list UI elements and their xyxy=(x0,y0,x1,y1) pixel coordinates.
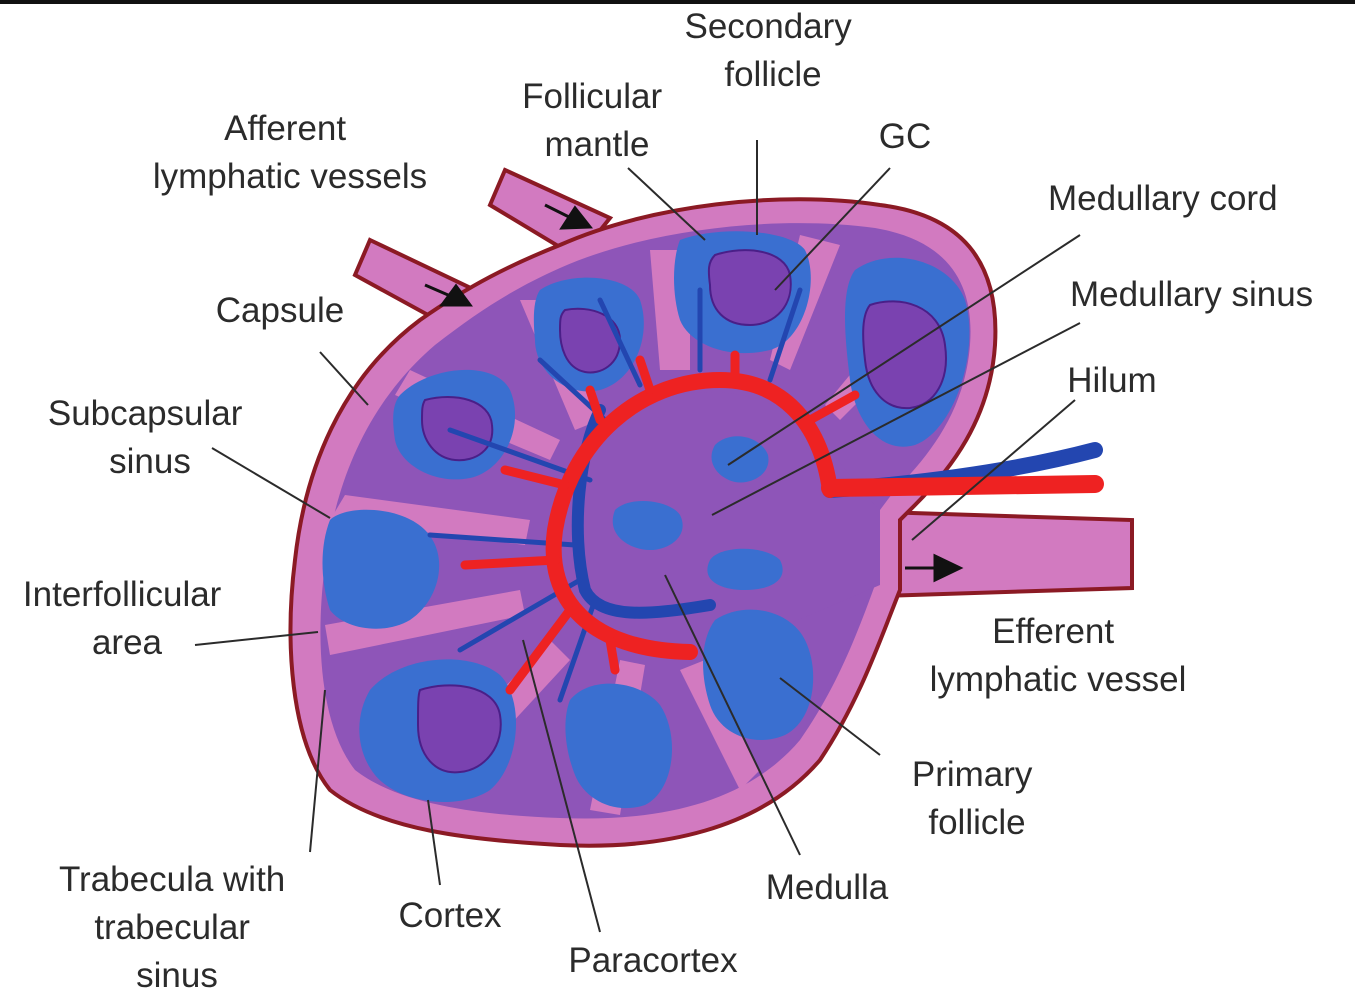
label-paracortex: Paracortex xyxy=(568,941,738,980)
label-medullary-cord: Medullary cord xyxy=(1048,179,1278,218)
label-afferent-vessels: Afferent lymphatic vessels xyxy=(153,109,427,196)
label-medulla: Medulla xyxy=(766,868,889,907)
label-primary-follicle: Primary follicle xyxy=(912,755,1042,842)
label-interfollicular-area: Interfollicular area xyxy=(23,575,231,662)
label-subcapsular-sinus: Subcapsular sinus xyxy=(48,394,252,481)
primary-follicle-lower-right xyxy=(703,610,813,740)
label-trabecula: Trabecula with trabecular sinus xyxy=(59,860,295,990)
efferent-vessel xyxy=(880,512,1132,596)
label-gc: GC xyxy=(879,117,932,156)
label-cortex: Cortex xyxy=(398,896,502,935)
label-efferent-vessel: Efferent lymphatic vessel xyxy=(930,612,1187,699)
label-hilum: Hilum xyxy=(1067,361,1156,400)
label-secondary-follicle: Secondary follicle xyxy=(684,7,861,94)
label-capsule: Capsule xyxy=(216,291,344,330)
label-medullary-sinus: Medullary sinus xyxy=(1070,275,1313,314)
label-follicular-mantle: Follicular mantle xyxy=(522,77,672,164)
medullary-cord-2 xyxy=(707,549,782,590)
